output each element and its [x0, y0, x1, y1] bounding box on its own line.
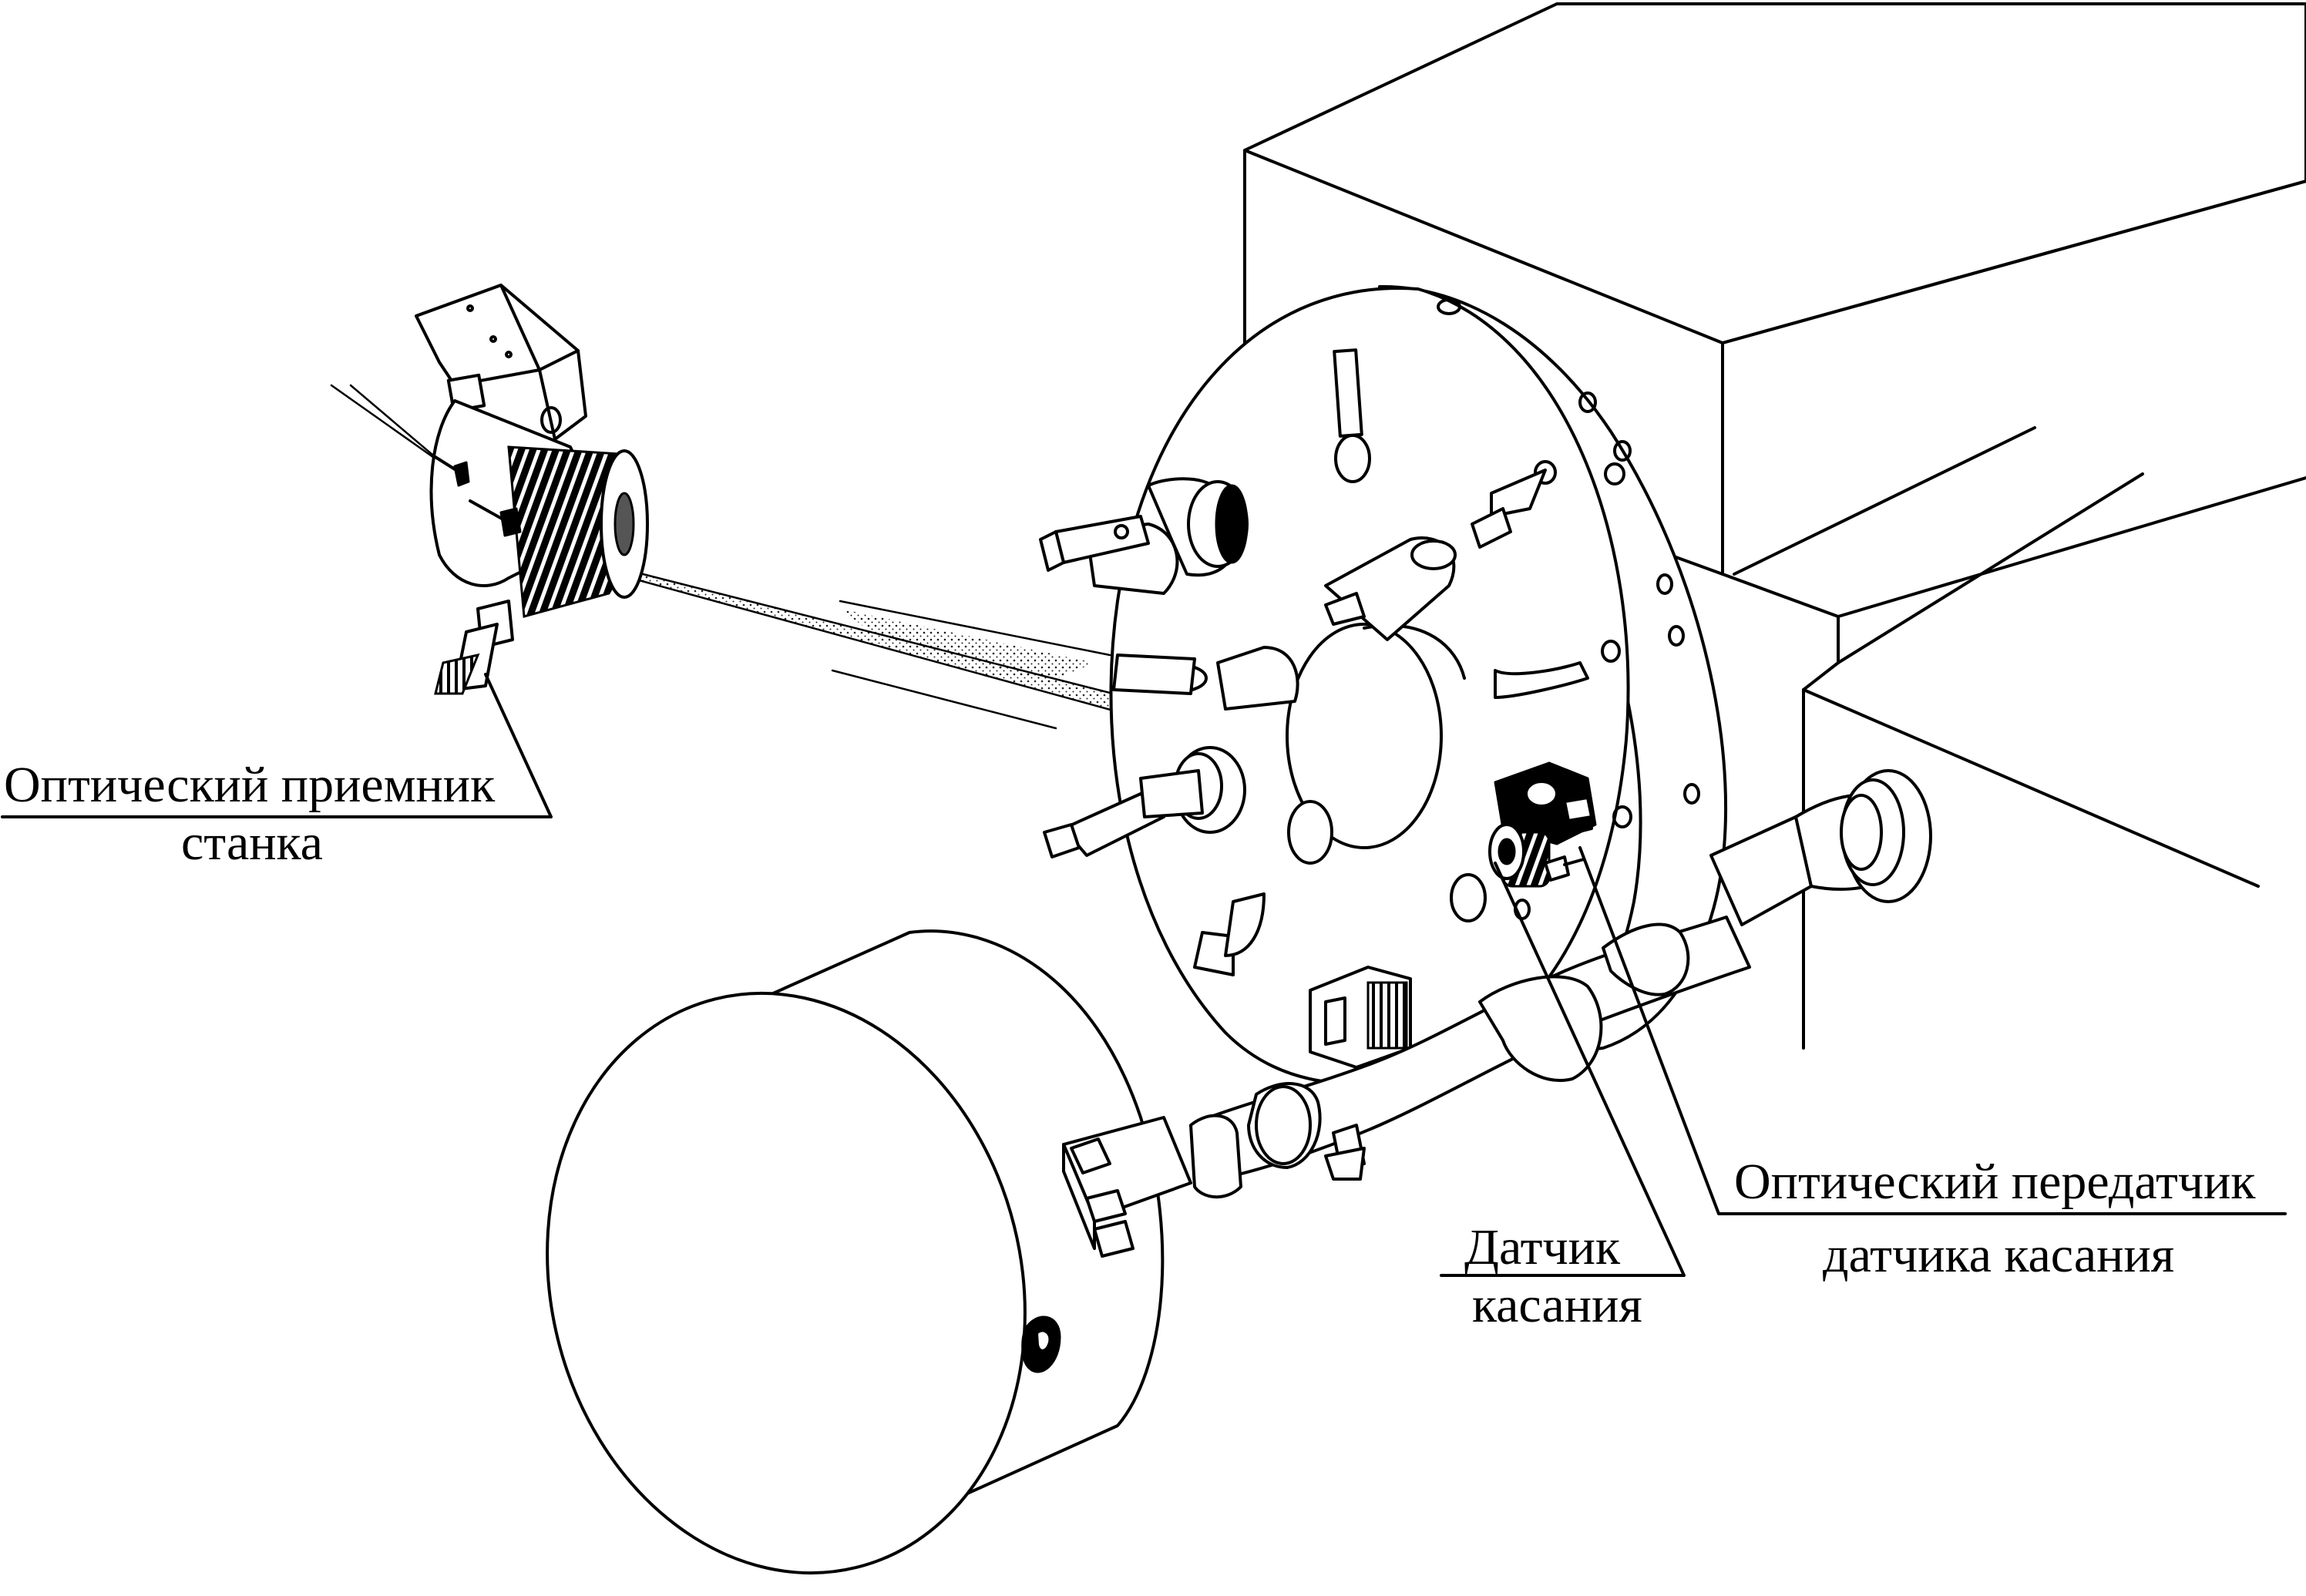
- transmitter-label-line1: Оптический передатчик: [1734, 1154, 2256, 1210]
- receiver-label-line1: Оптический приемник: [4, 757, 496, 813]
- optical-receiver: [330, 284, 649, 695]
- probe-label-line1: Датчик: [1464, 1219, 1621, 1275]
- tool-holders: [1039, 477, 1512, 1069]
- probe-label-line2: касания: [1472, 1277, 1642, 1333]
- touch-probe: [1488, 761, 1597, 888]
- turret-disc: [1109, 284, 1728, 1085]
- transmitter-label-line2: датчика касания: [1823, 1227, 2174, 1283]
- labels: Оптический приемник станка Оптический пе…: [4, 757, 2256, 1333]
- receiver-label-line2: станка: [181, 815, 323, 871]
- chuck-cylinder: [546, 929, 1192, 1575]
- leader-lines: [1, 673, 2287, 1277]
- shaft: [1189, 769, 1932, 1199]
